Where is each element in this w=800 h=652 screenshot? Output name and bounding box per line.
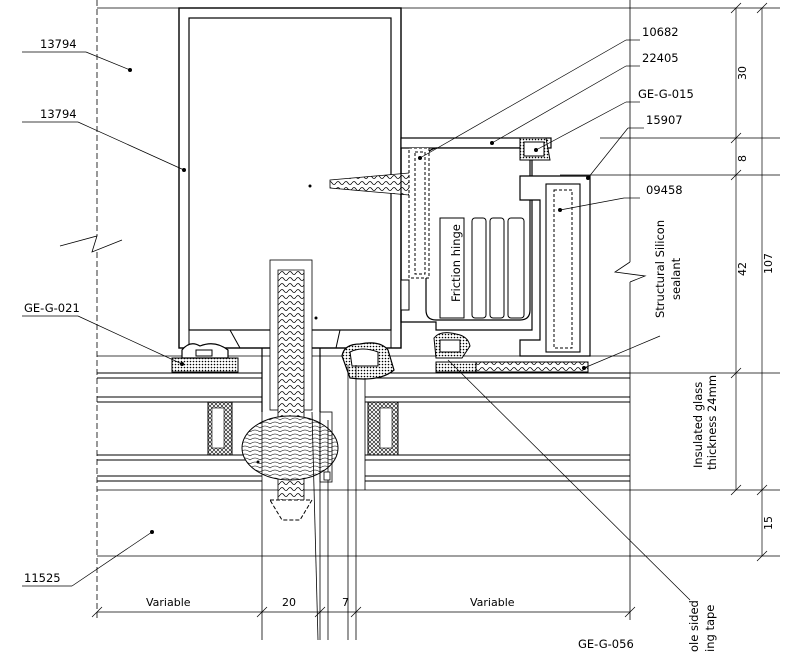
dim-42: 42 [736,262,749,276]
label-insulated-glass: Insulated glass [691,382,705,468]
dim-7: 7 [342,596,349,609]
label-15907: 15907 [646,113,683,127]
joint-lines [261,365,366,641]
horizontal-dimensions [91,606,636,618]
sash-profile [400,137,591,359]
label-13794-frame: 13794 [40,107,77,121]
label-10682: 10682 [642,25,679,39]
backer-rod [241,415,339,481]
label-13794-top: 13794 [40,37,77,51]
dim-107: 107 [762,253,775,274]
label-double-sided-tape-1: ole sided [687,600,701,652]
label-structural-silicon: Structural Silicon [653,220,667,318]
leader-dots [128,68,590,534]
glass-spacers [207,401,399,456]
label-11525: 11525 [24,571,61,585]
gaskets [171,342,395,380]
dim-variable-right: Variable [470,596,515,609]
dim-8: 8 [736,155,749,162]
label-friction-hinge: Friction hinge [449,224,463,302]
label-sealant: sealant [669,257,683,300]
dim-15: 15 [762,516,775,530]
label-ge-g-015: GE-G-015 [638,87,694,101]
dim-20: 20 [282,596,296,609]
leader-lines [22,39,691,601]
dim-variable-left: Variable [146,596,191,609]
insulated-glass [97,372,630,557]
mullion-frame [178,7,402,412]
dim-30: 30 [736,66,749,80]
label-22405: 22405 [642,51,679,65]
label-glass-thickness: thickness 24mm [705,375,719,470]
vertical-dimensions [560,2,780,562]
structural-silicone [435,361,589,373]
label-09458: 09458 [646,183,683,197]
drawing-code: GE-G-056 [578,637,634,651]
label-ge-g-021: GE-G-021 [24,301,80,315]
label-double-sided-tape-2: ing tape [703,605,717,652]
